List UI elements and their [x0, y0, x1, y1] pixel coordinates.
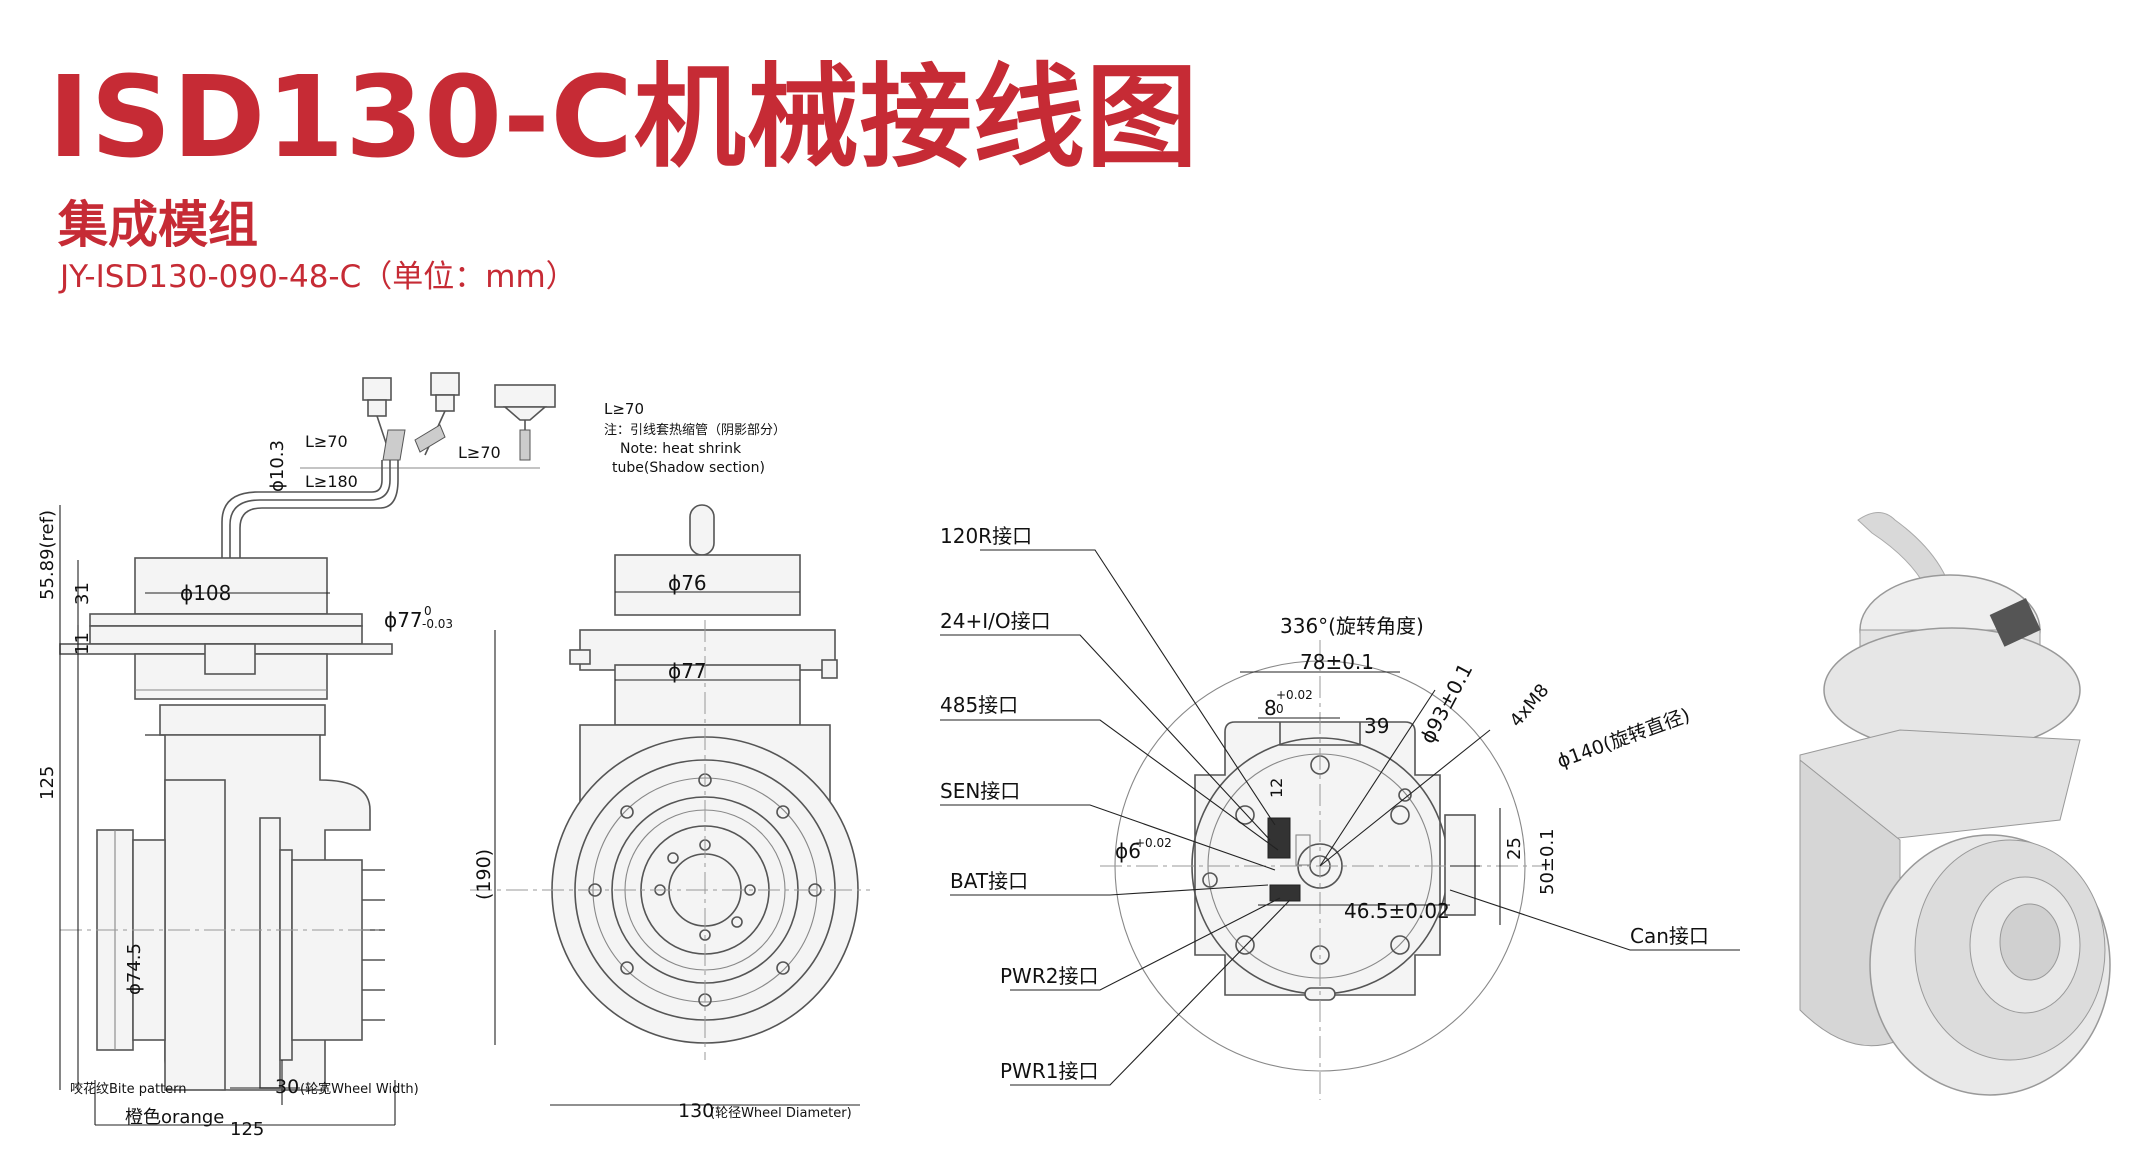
label-pwr2-port: PWR2接口 [1000, 964, 1098, 988]
top-view: 120R接口 24+I/O接口 485接口 SEN接口 BAT接口 PWR2接口… [940, 524, 1740, 1100]
dia-6-tol: +0.02 [1135, 836, 1172, 850]
dim-8-tol-low: 0 [1276, 702, 1284, 716]
label-sen-port: SEN接口 [940, 779, 1020, 803]
tol-lower: -0.03 [422, 617, 453, 631]
cable-length-3: L≥180 [305, 472, 358, 491]
product-render-image [1799, 512, 2111, 1096]
height-11: 11 [72, 632, 93, 655]
dia-93: ϕ93±0.1 [1415, 659, 1477, 747]
cable-length-1: L≥70 [305, 432, 348, 451]
cable-diameter: ϕ10.3 [267, 440, 288, 492]
rotation-angle: 336°(旋转角度) [1280, 614, 1424, 638]
tol-upper: 0 [424, 604, 432, 618]
bite-pattern-label: 咬花纹Bite pattern [70, 1081, 187, 1097]
wheel-width: 30 [275, 1076, 299, 1098]
height-31: 31 [72, 582, 93, 605]
wheel-diameter: 130 [678, 1100, 714, 1122]
dia-77-front: ϕ77 [668, 659, 707, 683]
page-title: ISD130-C机械接线图 [48, 53, 1199, 183]
connector-block [1267, 817, 1311, 902]
dim-39: 39 [1364, 714, 1389, 738]
dim-8: 8 [1264, 696, 1277, 720]
shrink-note-en-2: tube(Shadow section) [612, 460, 765, 476]
connector-icon-2 [424, 372, 460, 456]
side-view: L≥70 L≥70 L≥180 L≥70 注：引线套热缩管（阴影部分） Note… [37, 372, 786, 1140]
dim-25: 25 [1504, 837, 1525, 860]
dim-8-tol-up: +0.02 [1276, 688, 1313, 702]
dim-50: 50±0.1 [1537, 828, 1558, 895]
height-125: 125 [37, 766, 58, 800]
motor-fins [362, 869, 385, 1021]
model-number: JY-ISD130-090-48-C（单位：mm） [60, 259, 577, 295]
height-190: (190) [473, 849, 495, 900]
dim-46-5: 46.5±0.02 [1344, 899, 1450, 923]
front-view: ϕ76 ϕ77 (190) 130 (轮径Wheel Diameter) [470, 504, 870, 1122]
label-bat-port: BAT接口 [950, 869, 1028, 893]
label-24-io-port: 24+I/O接口 [940, 609, 1051, 633]
cable-length-2: L≥70 [458, 443, 501, 462]
page-subtitle: 集成模组 [58, 196, 258, 254]
shrink-note-en-1: Note: heat shrink [620, 441, 742, 457]
height-ref: 55.89(ref) [37, 510, 58, 600]
dia-76: ϕ76 [668, 571, 707, 595]
dia-6: ϕ6 [1115, 839, 1141, 863]
connector-icon-1 [362, 377, 392, 456]
label-120r-port: 120R接口 [940, 524, 1032, 548]
label-pwr1-port: PWR1接口 [1000, 1059, 1098, 1083]
dim-12: 12 [1267, 778, 1286, 798]
cable-length-4: L≥70 [604, 400, 644, 418]
leader-lines [940, 549, 1740, 1086]
dim-78: 78±0.1 [1300, 650, 1374, 674]
dia-108: ϕ108 [180, 581, 231, 605]
orange-label: 橙色orange [125, 1107, 224, 1128]
wheel-width-note: (轮宽Wheel Width) [300, 1081, 419, 1097]
bolt-spec: 4xM8 [1506, 680, 1554, 731]
dia-140: ϕ140(旋转直径) [1554, 704, 1693, 772]
label-can-port: Can接口 [1630, 924, 1709, 948]
dia-74-5: ϕ74.5 [124, 943, 145, 995]
label-485-port: 485接口 [940, 693, 1018, 717]
dia-77-side: ϕ77 [384, 608, 423, 632]
wheel-diameter-note: (轮径Wheel Diameter) [710, 1106, 852, 1121]
width-125: 125 [230, 1119, 264, 1140]
shrink-note-cn: 注：引线套热缩管（阴影部分） [604, 422, 786, 438]
